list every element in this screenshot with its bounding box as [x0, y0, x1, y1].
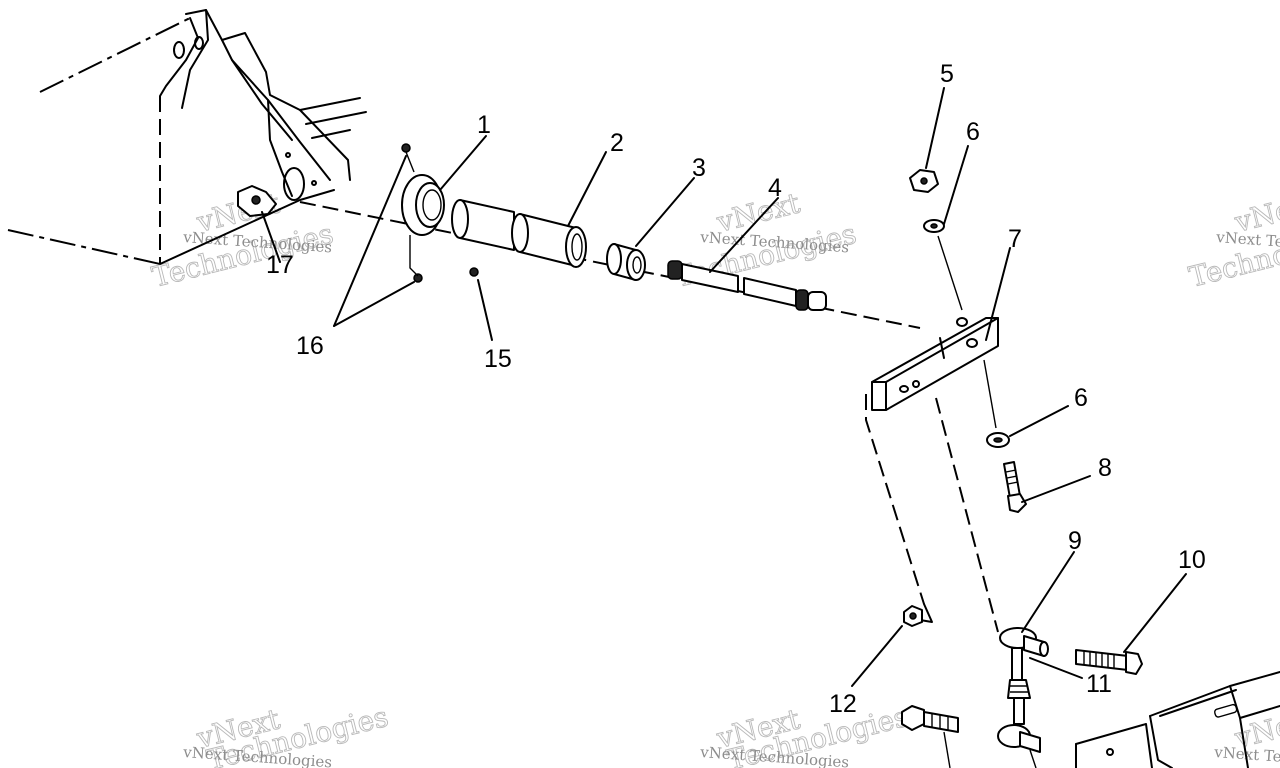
nut-part-5: [909, 169, 939, 193]
bolt-part-8: [1003, 461, 1027, 513]
washer-part-6-bottom: [983, 359, 1010, 448]
watermark-right: vNext Technologies vNext Technologies: [1185, 186, 1280, 294]
callout-9: 9: [1068, 527, 1082, 555]
arm-part-7: [871, 317, 999, 411]
shaft-centerline: [299, 201, 921, 329]
bearing-flange-part-1: [401, 143, 479, 283]
callout-11: 11: [1086, 670, 1112, 698]
callout-labels: 1 2 3 4 5 6 7 6 8 9 10 11 12 15 16 17: [266, 60, 1206, 718]
link-dash-right: [935, 397, 999, 633]
bushing-part-3: [606, 243, 646, 281]
bolt-part-10: [1075, 649, 1143, 675]
callout-5: 5: [940, 60, 954, 88]
callout-1: 1: [477, 111, 491, 139]
callout-10: 10: [1178, 546, 1206, 574]
lower-bracket: [1075, 671, 1280, 768]
callout-3: 3: [692, 154, 706, 182]
callout-7: 7: [1008, 225, 1022, 253]
callout-17: 17: [266, 251, 294, 279]
watermark-bottom-left: vNext Technologies vNext Technologies: [182, 699, 392, 768]
callout-16: 16: [296, 332, 324, 360]
link-dash-left: [865, 394, 925, 605]
sleeve-part-2: [451, 199, 587, 268]
callout-6-bottom: 6: [1074, 384, 1088, 412]
rod-part-4: [667, 260, 827, 311]
callout-8: 8: [1098, 454, 1112, 482]
washer-part-6-top: [923, 219, 945, 233]
link-hook: [919, 603, 933, 623]
callout-6-top: 6: [966, 118, 980, 146]
callout-2: 2: [610, 129, 624, 157]
knob-part-17: [237, 185, 281, 263]
callout-15: 15: [484, 345, 512, 373]
nut-part-12: [903, 605, 923, 627]
frame-bracket: [7, 9, 367, 265]
ball-joint-part-9: [997, 627, 1049, 753]
callout-4: 4: [768, 174, 782, 202]
bolt-axis: [937, 235, 963, 311]
watermark-bottom-center: vNext Technologies vNext Technologies: [699, 699, 912, 768]
callout-12: 12: [829, 690, 857, 718]
bolt-lower: [901, 705, 1037, 768]
leader-lines: [333, 87, 1187, 687]
